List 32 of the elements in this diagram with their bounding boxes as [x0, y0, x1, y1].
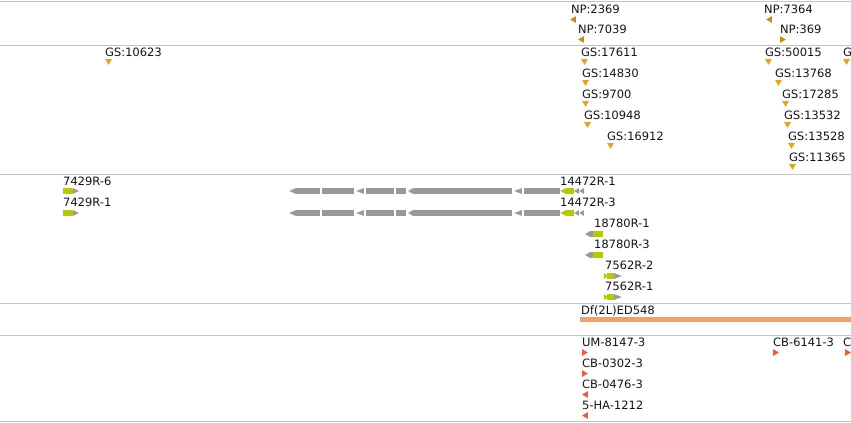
feature-label: GS:9700	[582, 88, 632, 101]
feature-label: GS:10623	[105, 46, 162, 59]
feature-label: GS:10948	[584, 109, 641, 122]
feature-label: 5-HA-1212	[582, 399, 644, 412]
feature-label: NP:7039	[578, 23, 627, 36]
feature-label: 18780R-3	[594, 238, 650, 251]
feature-label: GS:11365	[789, 151, 846, 164]
feature-label: NP:369	[780, 23, 822, 36]
feature-label: 7429R-1	[63, 196, 112, 209]
feature-label: 7562R-1	[605, 280, 654, 293]
feature-label: 7429R-6	[63, 175, 112, 188]
feature-label: GS:13532	[784, 109, 841, 122]
feature-label: C	[843, 336, 851, 349]
feature-label: GS:17285	[782, 88, 839, 101]
feature-label: GS:16912	[607, 130, 664, 143]
feature-label: GS:50015	[765, 46, 822, 59]
feature-label: GS:14830	[582, 67, 639, 80]
feature-label: 18780R-1	[594, 217, 650, 230]
feature-label: CB-0476-3	[582, 378, 643, 391]
feature-label: GS:13528	[788, 130, 845, 143]
feature-label: GS:13768	[775, 67, 832, 80]
feature-label: NP:7364	[764, 3, 813, 16]
feature-label: G	[843, 46, 851, 59]
feature-label: 7562R-2	[605, 259, 654, 272]
feature-label: CB-0302-3	[582, 357, 643, 370]
feature-label: 14472R-3	[560, 196, 616, 209]
feature-label: 14472R-1	[560, 175, 616, 188]
feature-label: Df(2L)ED548	[581, 304, 655, 317]
feature-label: CB-6141-3	[773, 336, 834, 349]
feature-label: UM-8147-3	[582, 336, 646, 349]
feature-label: NP:2369	[571, 3, 620, 16]
feature-label: GS:17611	[581, 46, 638, 59]
